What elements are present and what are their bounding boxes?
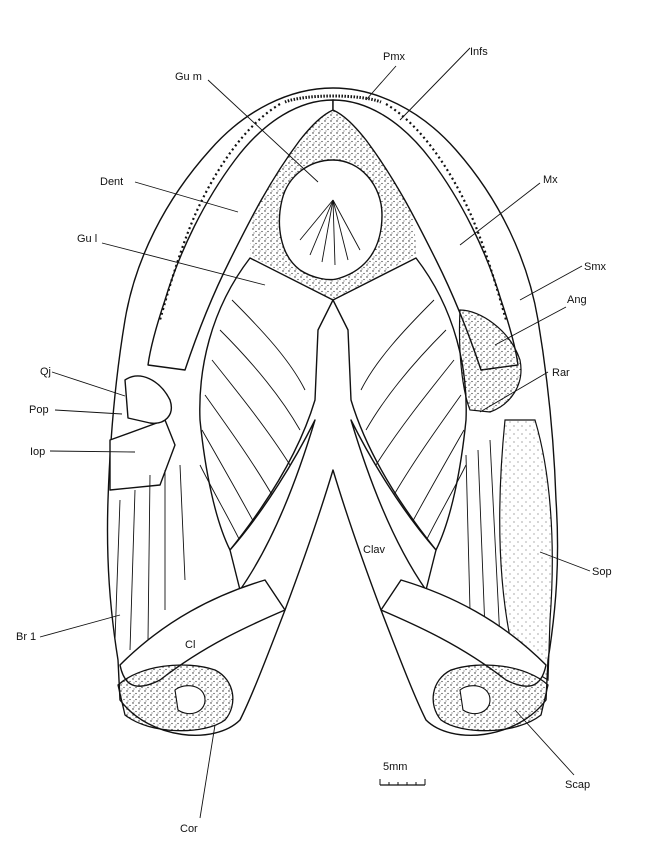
label-ang: Ang — [567, 294, 587, 306]
scapula-right — [433, 665, 548, 731]
label-rar: Rar — [552, 367, 570, 379]
label-pop: Pop — [29, 404, 49, 416]
scale-bar: 5mm — [380, 761, 425, 785]
label-gul: Gu l — [77, 233, 97, 245]
label-infs: Infs — [470, 46, 488, 58]
coracoid-left — [118, 665, 233, 731]
median-gular-plate — [279, 160, 382, 280]
label-dent: Dent — [100, 176, 123, 188]
label-cor: Cor — [180, 823, 198, 835]
label-scap: Scap — [565, 779, 590, 791]
coracoid-left-fold — [175, 686, 205, 714]
label-gum: Gu m — [175, 71, 202, 83]
label-mx: Mx — [543, 174, 558, 186]
label-pmx: Pmx — [383, 51, 406, 63]
label-cl: Cl — [185, 639, 195, 651]
label-smx: Smx — [584, 261, 607, 273]
label-br1: Br 1 — [16, 631, 36, 643]
label-clav: Clav — [363, 544, 386, 556]
label-iop: Iop — [30, 446, 45, 458]
scale-bar-label: 5mm — [383, 761, 407, 773]
scapula-right-fold — [460, 686, 490, 714]
label-qj: Qj — [40, 366, 51, 378]
label-sop: Sop — [592, 566, 612, 578]
